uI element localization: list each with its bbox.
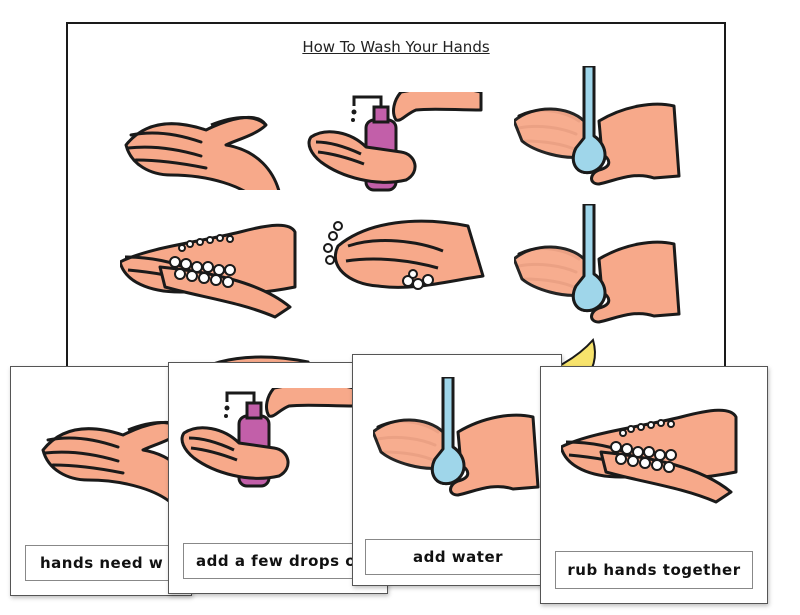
- soapy-hands-icon: [561, 408, 738, 504]
- soap-pump-icon: [307, 92, 483, 192]
- poster-title: How To Wash Your Hands: [302, 38, 490, 56]
- rinse-hands-icon: [514, 204, 681, 324]
- soapy-hands-icon: [120, 223, 297, 319]
- sequence-card-2: add a few drops of: [168, 362, 388, 594]
- sequence-card-4: rub hands together: [540, 366, 768, 604]
- soap-pump-icon: [180, 388, 356, 488]
- card-caption: hands need w: [25, 545, 193, 581]
- water-tap-icon: [514, 66, 681, 186]
- rubbing-hands-icon: [322, 219, 485, 291]
- sequence-card-1: hands need w: [10, 366, 200, 596]
- water-tap-icon: [373, 377, 540, 497]
- sequence-card-3: add water: [352, 354, 562, 586]
- card-caption: rub hands together: [555, 551, 753, 589]
- card-caption: add water: [365, 539, 551, 575]
- instruction-poster: How To Wash Your Hands: [66, 22, 726, 402]
- card-caption: add a few drops of: [183, 543, 373, 579]
- open-hands-icon: [124, 115, 283, 190]
